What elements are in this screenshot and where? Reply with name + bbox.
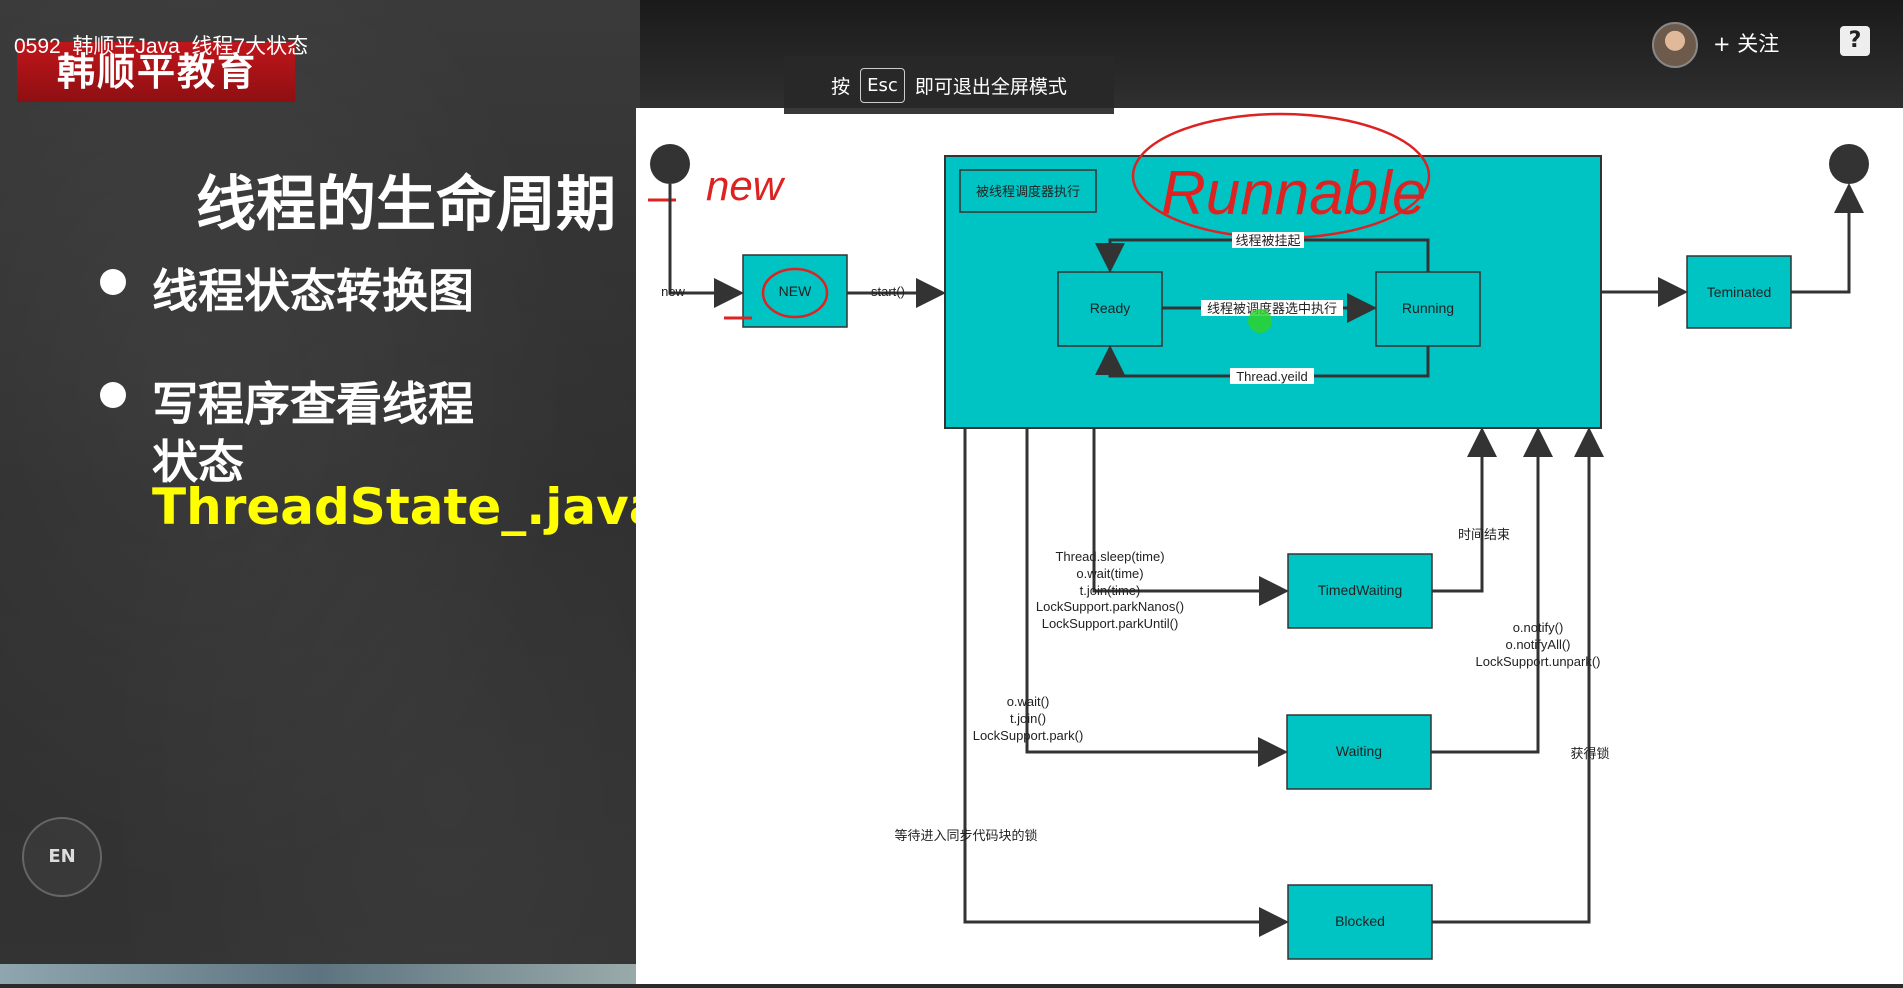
edge-label-notify-0: o.notify() (1513, 620, 1564, 635)
state-ready (1057, 271, 1163, 347)
edge-label-timed-3: LockSupport.parkNanos() (1036, 599, 1184, 614)
state-terminated-label: Teminated (1707, 284, 1772, 300)
edge-label-selected: 线程被调度器选中执行 (1207, 301, 1337, 316)
edge-label-bg (1232, 232, 1304, 248)
toast-suffix: 即可退出全屏模式 (914, 75, 1067, 98)
cursor-highlight-icon (1248, 309, 1272, 333)
handwriting-circle-icon (761, 267, 829, 319)
edge-label-wait-0: o.wait() (1007, 694, 1050, 709)
edge-label-notify-2: LockSupport.unpark() (1475, 654, 1600, 669)
edge-label-timed-2: t.join(time) (1080, 583, 1141, 598)
bullet-dot-icon (100, 382, 126, 408)
edge-label-new: new (661, 284, 685, 299)
edge-label-suspended: 线程被挂起 (1235, 233, 1300, 248)
brand-logo: 韩顺平教育 (17, 42, 295, 102)
state-diagram: new 被线程调度器执行 Runnable NEW Ready Running … (648, 112, 1869, 960)
edge-label-timed-1: o.wait(time) (1076, 566, 1143, 581)
state-timed-waiting (1287, 553, 1433, 629)
state-ready-label: Ready (1090, 300, 1130, 316)
state-waiting-label: Waiting (1336, 743, 1382, 759)
state-waiting (1286, 714, 1432, 790)
state-running (1375, 271, 1481, 347)
edge-label-start: start() (871, 284, 905, 299)
edge-get-lock (1432, 427, 1604, 924)
edge-timed (1092, 428, 1289, 606)
edge-label-yield: Thread.yeild (1236, 369, 1308, 384)
state-new-label: NEW (779, 283, 812, 299)
edge-label-wait-2: LockSupport.park() (973, 728, 1084, 743)
fullscreen-exit-toast: 按 Esc 即可退出全屏模式 (784, 56, 1114, 114)
state-blocked-label: Blocked (1335, 913, 1385, 929)
follow-button[interactable]: + 关注 (1713, 32, 1780, 56)
edge-label-notify-1: o.notifyAll() (1505, 637, 1570, 652)
bullet-write-program: 写程序查看线程 (100, 368, 474, 434)
edge-notify (1431, 427, 1553, 754)
state-timed-waiting-label: TimedWaiting (1318, 582, 1403, 598)
uploader-avatar[interactable] (1652, 22, 1698, 68)
state-running-label: Running (1402, 300, 1454, 316)
edge-new (668, 184, 744, 308)
state-new (742, 254, 848, 328)
progress-strip (0, 964, 636, 984)
edge-label-wait-1: t.join() (1010, 711, 1046, 726)
edge-time-over (1432, 427, 1497, 593)
bullet-text: 写程序查看线程 (152, 377, 474, 431)
state-blocked (1287, 884, 1433, 960)
handwriting-mark-icon (648, 184, 676, 234)
help-icon[interactable]: ? (1840, 26, 1870, 56)
handwritten-runnable-note: Runnable (1161, 159, 1426, 228)
edge-label-timed-0: Thread.sleep(time) (1055, 549, 1164, 564)
bullet-text: 线程状态转换图 (152, 264, 474, 318)
edge-label-timed-4: LockSupport.parkUntil() (1042, 616, 1179, 631)
runnable-box-label: 被线程调度器执行 (976, 184, 1080, 199)
start-node-icon (650, 144, 690, 184)
edge-blocked (963, 428, 1289, 937)
bullet-state-diagram: 线程状态转换图 (100, 255, 474, 321)
edge-label-time-over: 时间结束 (1458, 527, 1510, 542)
edge-label-bg (1230, 368, 1314, 384)
edge-end (1791, 183, 1864, 294)
toast-prefix: 按 (831, 75, 851, 98)
slide-title: 线程的生命周期 (196, 170, 616, 240)
end-node-icon (1829, 144, 1869, 184)
esc-key-icon: Esc (860, 67, 905, 103)
handwritten-new-note: new (706, 162, 786, 209)
edge-label-wait-lock: 等待进入同步代码块的锁 (894, 828, 1037, 843)
chalkboard-background (0, 0, 640, 984)
state-terminated (1686, 255, 1792, 329)
state-diagram-panel: new 被线程调度器执行 Runnable NEW Ready Running … (636, 108, 1903, 984)
video-title: 0592_韩顺平Java_线程7大状态 (14, 35, 309, 58)
en-subtitle-button[interactable]: EN (22, 817, 102, 897)
bullet-dot-icon (100, 269, 126, 295)
bullet-text-line2: 状态 (152, 435, 244, 489)
edge-label-bg (1201, 300, 1343, 316)
bullet-filename: ThreadState_.java (152, 478, 663, 536)
edge-label-get-lock: 获得锁 (1570, 746, 1609, 761)
edge-wait (1025, 428, 1288, 767)
runnable-box-label-frame (959, 169, 1097, 213)
